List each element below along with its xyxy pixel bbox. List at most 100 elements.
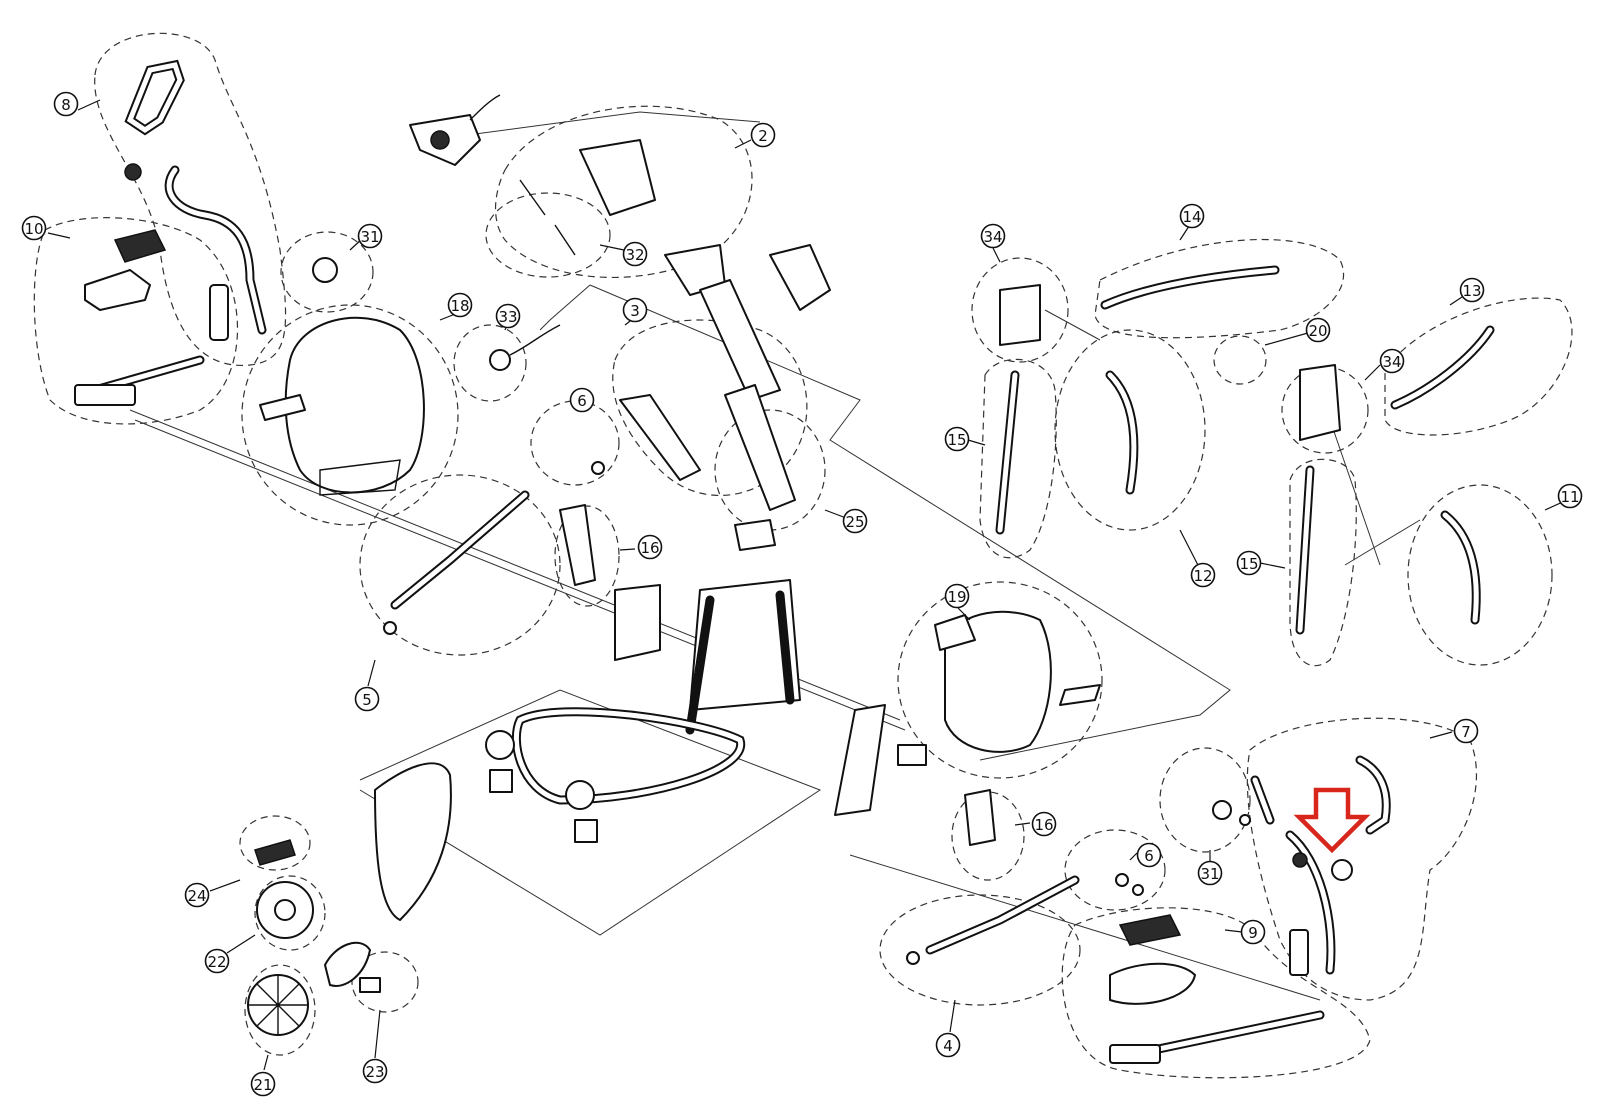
callout-circle xyxy=(495,303,521,329)
callout-number: 12 xyxy=(1193,567,1212,585)
callout-16: 16 xyxy=(1031,811,1057,837)
callout-number: 34 xyxy=(1382,353,1401,371)
callout-circle xyxy=(622,297,648,323)
callout-number: 7 xyxy=(1461,723,1471,741)
callout-number: 32 xyxy=(625,246,644,264)
callout-number: 10 xyxy=(24,220,43,238)
callout-circle xyxy=(842,508,868,534)
callout-19: 19 xyxy=(944,583,970,609)
callout-number: 15 xyxy=(1239,555,1258,573)
callout-15: 15 xyxy=(1236,550,1262,576)
callout-31: 31 xyxy=(1197,860,1223,886)
callout-circle xyxy=(944,583,970,609)
handlebar-left xyxy=(124,59,338,341)
group-outlines xyxy=(33,32,1573,1079)
callout-number: 24 xyxy=(187,887,206,905)
callout-number: 13 xyxy=(1462,282,1481,300)
callout-number: 22 xyxy=(207,953,226,971)
shroud-right xyxy=(934,610,1101,753)
callout-8: 8 xyxy=(53,91,79,117)
callout-7: 7 xyxy=(1453,718,1479,744)
callout-circle xyxy=(622,241,648,267)
callout-number: 18 xyxy=(450,297,469,315)
callout-number: 25 xyxy=(845,513,864,531)
callout-circle xyxy=(944,426,970,452)
callout-15: 15 xyxy=(944,426,970,452)
callout-number: 16 xyxy=(640,539,659,557)
callout-circle xyxy=(980,223,1006,249)
callout-number: 8 xyxy=(61,96,71,114)
callout-number: 21 xyxy=(253,1076,272,1094)
callout-circle xyxy=(1236,550,1262,576)
front-cover xyxy=(374,762,452,921)
callout-2: 2 xyxy=(750,122,776,148)
callout-number: 6 xyxy=(1144,847,1154,865)
callout-number: 31 xyxy=(1200,865,1219,883)
callout-circle xyxy=(1031,811,1057,837)
callout-number: 6 xyxy=(577,392,587,410)
callout-number: 33 xyxy=(498,308,517,326)
callout-3: 3 xyxy=(622,297,648,323)
pedal-right xyxy=(1109,914,1325,1064)
callout-16: 16 xyxy=(637,534,663,560)
callout-circle xyxy=(750,122,776,148)
callout-5: 5 xyxy=(354,686,380,712)
callout-circle xyxy=(362,1058,388,1084)
callout-circle xyxy=(935,1032,961,1058)
callout-circle xyxy=(1197,860,1223,886)
callout-circle xyxy=(1305,317,1331,343)
callout-number: 34 xyxy=(983,228,1002,246)
callout-circle xyxy=(250,1071,276,1097)
callout-circle xyxy=(637,534,663,560)
callout-6: 6 xyxy=(1136,842,1162,868)
callout-number: 14 xyxy=(1182,208,1201,226)
handlebar-right-13 xyxy=(1295,325,1495,635)
callout-circle xyxy=(569,387,595,413)
callout-number: 31 xyxy=(360,228,379,246)
callout-circle xyxy=(53,91,79,117)
callout-circle xyxy=(1557,483,1583,509)
shroud-left xyxy=(259,316,425,496)
callout-number: 20 xyxy=(1308,322,1327,340)
callout-circle xyxy=(447,292,473,318)
callout-11: 11 xyxy=(1557,483,1583,509)
callout-circle xyxy=(1453,718,1479,744)
callout-31: 31 xyxy=(357,223,383,249)
callout-20: 20 xyxy=(1305,317,1331,343)
red-arrow-indicator xyxy=(1293,787,1371,854)
callout-circle xyxy=(21,215,47,241)
callout-circle xyxy=(1240,919,1266,945)
callout-22: 22 xyxy=(204,948,230,974)
main-frame xyxy=(485,519,886,843)
assembly-guide-lines xyxy=(129,111,1421,1001)
callout-circle xyxy=(184,882,210,908)
callout-circle xyxy=(357,223,383,249)
callout-number: 5 xyxy=(362,691,372,709)
callout-circle xyxy=(354,686,380,712)
arm-left xyxy=(383,490,596,635)
callout-10: 10 xyxy=(21,215,47,241)
parts-drawings xyxy=(74,59,1495,1064)
pedal-left xyxy=(74,229,205,406)
callout-6: 6 xyxy=(569,387,595,413)
callout-number: 19 xyxy=(947,588,966,606)
callout-4: 4 xyxy=(935,1032,961,1058)
handlebar-right-14 xyxy=(995,265,1280,535)
callout-number: 23 xyxy=(365,1063,384,1081)
callout-circle xyxy=(1190,562,1216,588)
callout-number: 15 xyxy=(947,431,966,449)
callout-25: 25 xyxy=(842,508,868,534)
wheels xyxy=(247,839,371,1036)
callout-number: 11 xyxy=(1560,488,1579,506)
callout-32: 32 xyxy=(622,241,648,267)
arm-11 xyxy=(1440,510,1481,625)
callout-34: 34 xyxy=(1379,348,1405,374)
small-hardware xyxy=(359,324,1251,993)
callout-number: 4 xyxy=(943,1037,953,1055)
callout-9: 9 xyxy=(1240,919,1266,945)
arm-right-7 xyxy=(1250,755,1391,976)
callout-14: 14 xyxy=(1179,203,1205,229)
arm-12 xyxy=(1105,370,1139,495)
